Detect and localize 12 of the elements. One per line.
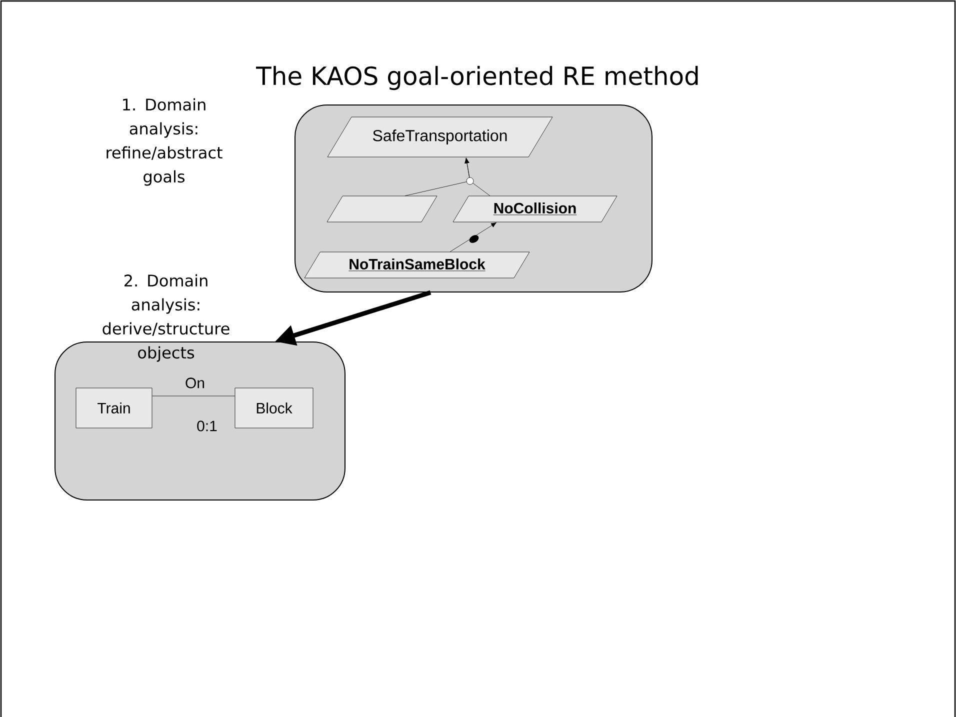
object-box: Train xyxy=(76,388,152,428)
empty-goal-parallelogram xyxy=(326,196,438,222)
step-label: 2. Domain analysis: derive/structure objects xyxy=(102,274,230,362)
multiplicity-label: 0:1 xyxy=(197,420,217,432)
goal-parallelogram: NoCollision xyxy=(452,196,618,222)
edge-label: On xyxy=(186,378,204,388)
step-label: 1. Domain analysis: refine/abstract goals xyxy=(106,98,222,186)
title: The KAOS goal-oriented RE method xyxy=(256,66,698,90)
object-box: Block xyxy=(234,388,314,428)
resolution-arrow xyxy=(450,222,497,252)
goal-parallelogram: NoTrainSameBlock xyxy=(304,252,530,278)
refinement-arrow xyxy=(464,158,490,196)
